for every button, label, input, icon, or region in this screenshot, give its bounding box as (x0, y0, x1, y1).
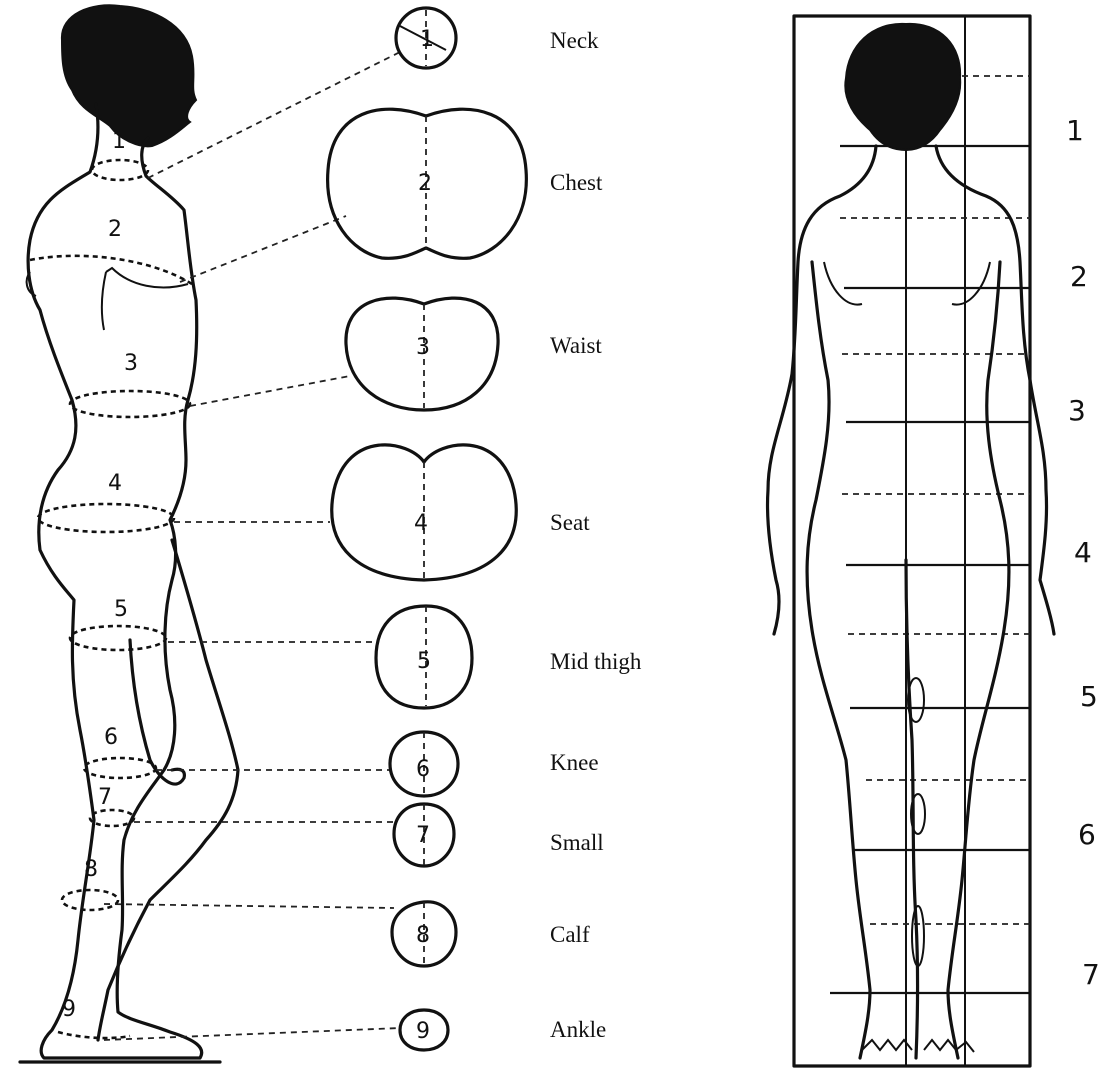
front-level-number: 2 (1070, 260, 1088, 293)
cross-section-number: 7 (416, 823, 430, 848)
side-figure-number: 2 (108, 217, 122, 242)
side-profile-arm (102, 268, 188, 330)
side-figure-number: 1 (112, 129, 126, 154)
measurement-label-chest: Chest (550, 170, 603, 195)
cross-section-number: 6 (416, 757, 430, 782)
cross-section-number: 3 (416, 335, 430, 360)
front-view-level-numbers: 1 2 3 4 5 6 7 (1066, 114, 1100, 991)
side-ankle-girth (58, 1032, 130, 1038)
side-profile-head (62, 5, 196, 146)
front-view-body-outline (767, 146, 1054, 1058)
side-profile-back-outline (28, 104, 202, 1058)
side-small-girth (90, 810, 134, 826)
front-level-number: 3 (1068, 394, 1086, 427)
cross-section-number: 8 (416, 923, 430, 948)
side-profile-inner-leg (130, 640, 184, 784)
measurement-label-seat: Seat (550, 510, 590, 535)
side-figure-number: 7 (98, 785, 112, 810)
measurement-label-mid-thigh: Mid thigh (550, 649, 642, 674)
front-view-panel (767, 16, 1054, 1066)
measurement-labels: Neck Chest Waist Seat Mid thigh Knee Sma… (550, 28, 642, 1042)
leader-line-waist (190, 376, 350, 406)
measurement-label-neck: Neck (550, 28, 599, 53)
side-figure-number: 8 (84, 857, 98, 882)
leader-lines (104, 52, 400, 1040)
front-level-number: 6 (1078, 818, 1096, 851)
front-level-number: 1 (1066, 114, 1084, 147)
leader-line-ankle (104, 1028, 400, 1040)
side-calf-girth (62, 890, 118, 910)
front-level-number: 5 (1080, 680, 1098, 713)
cross-section-number: 1 (420, 27, 434, 52)
measurement-label-ankle: Ankle (550, 1017, 606, 1042)
side-figure-numbers: 1 2 3 4 5 6 7 8 9 (62, 129, 138, 1022)
measurement-label-calf: Calf (550, 922, 590, 947)
side-waist-girth (70, 391, 190, 417)
measurement-label-knee: Knee (550, 750, 599, 775)
front-level-number: 7 (1082, 958, 1100, 991)
front-view-frame (794, 16, 1030, 1066)
cross-section-number: 9 (416, 1019, 430, 1044)
cross-section-numbers: 1 2 3 4 5 6 7 8 9 (414, 27, 434, 1044)
measurement-label-waist: Waist (550, 333, 602, 358)
side-neck-girth (92, 160, 148, 180)
leader-line-chest (180, 216, 346, 282)
side-knee-girth (84, 758, 156, 778)
side-chest-girth (30, 256, 192, 284)
side-figure-number: 6 (104, 725, 118, 750)
side-thigh-girth (70, 626, 166, 650)
front-level-number: 4 (1074, 536, 1092, 569)
measurement-label-small: Small (550, 830, 604, 855)
side-figure-number: 5 (114, 597, 128, 622)
front-view-head (845, 24, 960, 150)
cross-section-number: 5 (417, 649, 431, 674)
cross-section-number: 4 (414, 511, 428, 536)
cross-section-number: 2 (418, 171, 432, 196)
side-figure-number: 9 (62, 997, 76, 1022)
side-seat-girth (38, 504, 174, 532)
side-figure-number: 3 (124, 351, 138, 376)
side-profile-figure (27, 5, 238, 1058)
side-figure-number: 4 (108, 471, 122, 496)
